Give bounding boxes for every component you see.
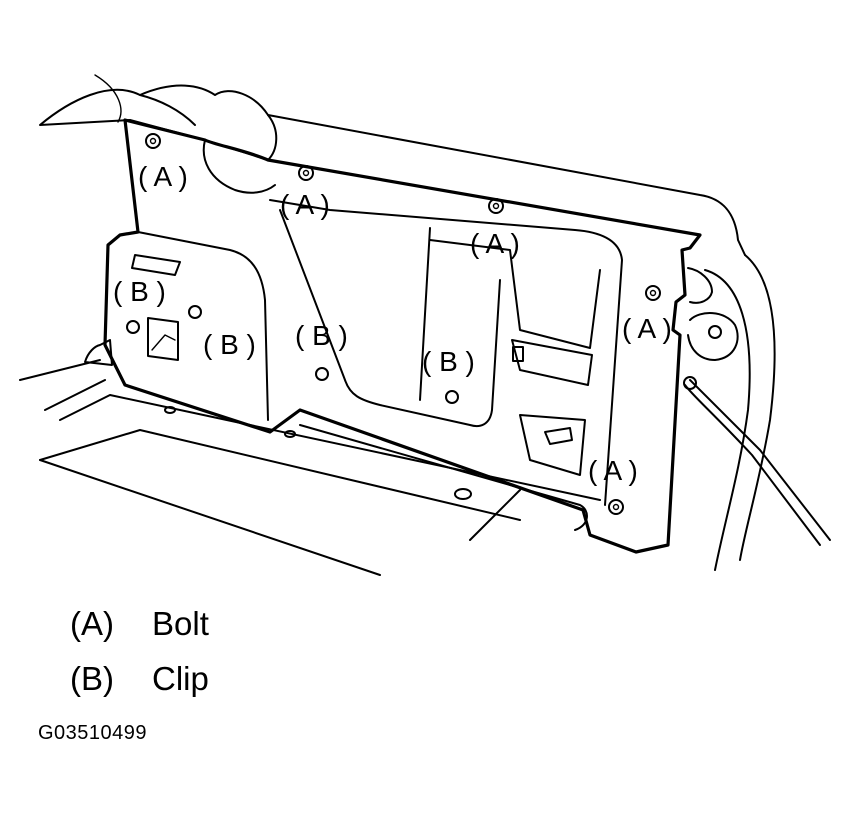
latch-hole xyxy=(708,325,722,339)
panel-inner-border xyxy=(269,199,623,506)
floor-edge-mid xyxy=(39,429,521,521)
legend-label: Clip xyxy=(152,660,209,697)
callout-b: ( B ) xyxy=(113,276,166,307)
panel-window-2 xyxy=(429,239,601,349)
callout-b: ( B ) xyxy=(422,346,475,377)
bolt-icon xyxy=(608,499,624,515)
hand-outline xyxy=(39,84,278,161)
panel-curve-top xyxy=(202,139,276,194)
latch-upper xyxy=(687,267,713,304)
panel-left-recess xyxy=(137,231,269,421)
legend-item-bolt: (A) Bolt xyxy=(70,605,209,643)
right-pillar-outer xyxy=(739,254,776,561)
panel-square-detail xyxy=(151,334,176,351)
cable-inner xyxy=(684,384,821,546)
callout-b: ( B ) xyxy=(203,329,256,360)
panel-outline xyxy=(103,118,702,554)
hand-crease xyxy=(94,74,122,123)
legend-key: (B) xyxy=(70,660,114,697)
upper-body-edge xyxy=(267,114,746,256)
callout-a: ( A ) xyxy=(470,228,520,259)
callout-a: ( A ) xyxy=(622,313,672,344)
bolt-icon xyxy=(298,165,314,181)
trim-panel-illustration: ( A ) ( A ) ( A ) ( A ) ( A ) ( B ) ( B … xyxy=(19,74,831,576)
rail-leader xyxy=(469,489,521,541)
right-pillar-inner xyxy=(704,269,751,571)
bolt-icon xyxy=(645,285,661,301)
floor-hole xyxy=(164,406,176,414)
clip-icon xyxy=(126,320,140,334)
callout-a: ( A ) xyxy=(280,189,330,220)
panel-handle-recess xyxy=(519,414,586,476)
callout-b: ( B ) xyxy=(295,320,348,351)
latch-lower xyxy=(687,312,739,361)
clip-icon xyxy=(315,367,329,381)
panel-tray xyxy=(511,339,593,386)
clip-icon xyxy=(445,390,459,404)
callout-a: ( A ) xyxy=(588,455,638,486)
legend-key: (A) xyxy=(70,605,114,642)
legend-item-clip: (B) Clip xyxy=(70,660,209,698)
finger-line xyxy=(139,94,196,126)
floor-rail xyxy=(299,424,588,531)
bolt-icon xyxy=(145,133,161,149)
callout-a: ( A ) xyxy=(138,161,188,192)
floor-bottom-edge xyxy=(39,459,381,576)
panel-window-1 xyxy=(279,209,501,428)
clip-icon xyxy=(188,305,202,319)
panel-square xyxy=(147,317,179,361)
left-bracket xyxy=(84,339,113,366)
bolt-icon xyxy=(488,198,504,214)
panel-slot xyxy=(131,254,181,276)
panel-divider xyxy=(419,227,431,401)
panel-handle xyxy=(544,427,573,445)
cable-end xyxy=(683,376,697,390)
left-floor-lines xyxy=(19,359,106,411)
figure-id: G03510499 xyxy=(38,722,148,744)
floor-hole xyxy=(454,488,472,500)
floor-edge-front xyxy=(59,394,601,501)
panel-tab xyxy=(512,346,524,362)
cable xyxy=(689,379,831,541)
floor-hole xyxy=(284,430,296,438)
legend-label: Bolt xyxy=(152,605,209,642)
